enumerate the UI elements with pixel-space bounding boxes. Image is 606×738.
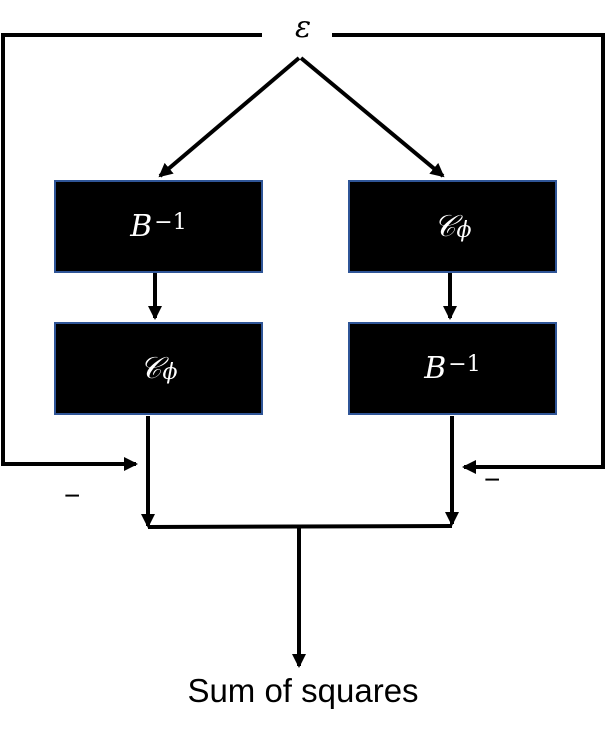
box-sub: ϕ xyxy=(162,360,178,385)
box-sup: −1 xyxy=(154,210,187,235)
left-feedback-line xyxy=(1,33,262,471)
epsilon-input-symbol: ε xyxy=(294,10,312,45)
box-base: 𝒞 xyxy=(433,209,456,244)
right-feedback-line xyxy=(332,33,605,474)
right-bottom-box-b-inverse: B−1 xyxy=(348,322,557,415)
left-top-box-b-inverse: B−1 xyxy=(54,180,263,273)
eps-to-left-arrow xyxy=(158,56,301,178)
join-line xyxy=(147,524,453,529)
right-minus-sign: − xyxy=(484,464,501,495)
box-base: B xyxy=(424,351,447,386)
box-sub: ϕ xyxy=(456,218,472,243)
output-label: Sum of squares xyxy=(187,672,419,709)
eps-to-right-arrow xyxy=(299,56,445,178)
left-minus-sign: − xyxy=(64,480,81,511)
box-sup: −1 xyxy=(448,352,481,377)
box-base: 𝒞 xyxy=(139,351,162,386)
box-base: B xyxy=(130,209,153,244)
